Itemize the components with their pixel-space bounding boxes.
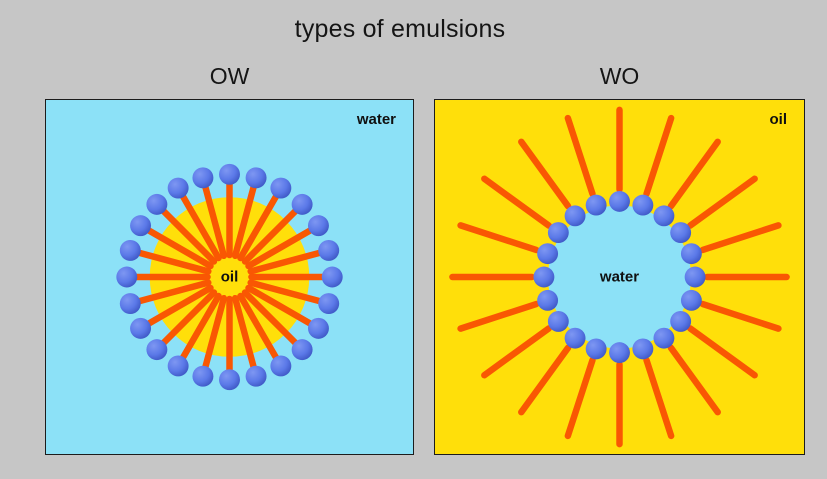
panel-wo: oil water — [434, 99, 805, 455]
panel-heading-ow: OW — [209, 63, 250, 89]
panel-heading-wo: WO — [599, 63, 640, 89]
diagram-title: types of emulsions — [294, 15, 506, 43]
panel-ow: water oil — [45, 99, 414, 455]
continuous-phase-label-wo: oil — [769, 111, 788, 128]
micelle-ow-graphic — [116, 163, 343, 391]
continuous-phase-label-ow: water — [356, 111, 396, 128]
micelle-wo-graphic — [449, 106, 790, 448]
